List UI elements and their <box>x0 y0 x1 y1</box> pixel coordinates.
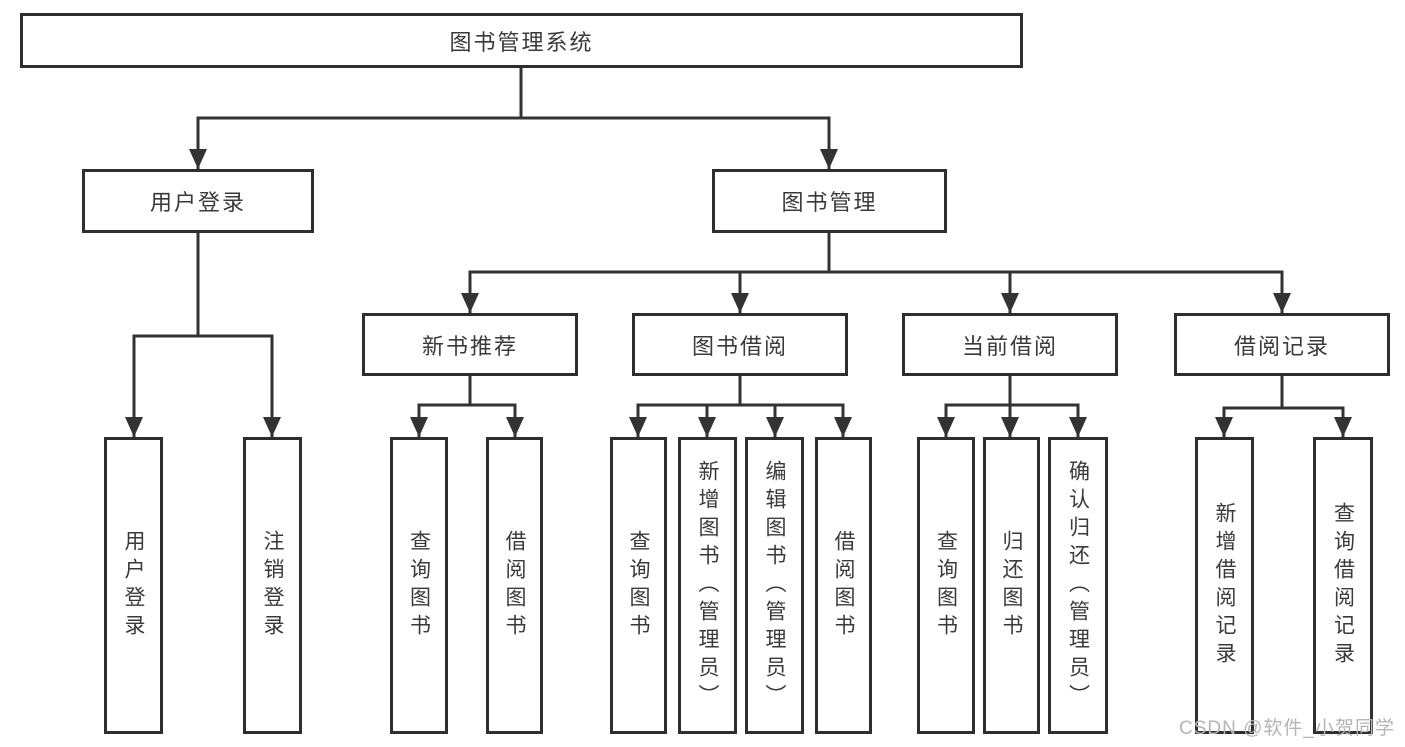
node-current-borrowing-label: 当前借阅 <box>961 333 1058 359</box>
leaf-borrow-books-recommend-label: 借阅图书 <box>503 529 526 642</box>
leaf-confirm-return-admin-label: 确认归还（管理员） <box>1066 459 1090 712</box>
leaf-query-books-current-label: 查询图书 <box>934 529 958 642</box>
node-borrow-records-label: 借阅记录 <box>1233 333 1330 359</box>
node-root-label: 图书管理系统 <box>449 29 594 55</box>
leaf-borrow-books-borrowing-label: 借阅图书 <box>832 529 855 642</box>
edge-root-to-book-mgmt <box>521 116 838 169</box>
edge-borrowing-to-query <box>629 403 740 437</box>
leaf-add-books-admin-label: 新增图书（管理员） <box>696 459 719 712</box>
leaf-borrow-books-recommend: 借阅图书 <box>486 437 543 734</box>
node-new-book-recommend-label: 新书推荐 <box>421 333 518 359</box>
edge-records-to-query <box>1282 406 1352 437</box>
leaf-query-books-borrowing-label: 查询图书 <box>627 529 650 642</box>
leaf-return-books: 归还图书 <box>983 437 1040 734</box>
leaf-logout-label: 注销登录 <box>261 529 284 642</box>
csdn-watermark: CSDN @软件_小贺同学 <box>1179 718 1395 739</box>
edge-bookmgmt-to-new-books <box>461 270 829 313</box>
edge-current-to-query <box>937 403 1010 437</box>
leaf-borrow-books-borrowing: 借阅图书 <box>815 437 872 734</box>
node-book-management-label: 图书管理 <box>781 190 878 215</box>
node-new-book-recommend: 新书推荐 <box>362 313 578 376</box>
leaf-query-books-recommend-label: 查询图书 <box>407 529 431 642</box>
edge-login-to-logout-leaf <box>198 334 281 437</box>
edge-bookmgmt-to-current <box>829 270 1019 313</box>
node-book-borrowing-label: 图书借阅 <box>691 333 788 359</box>
leaf-query-books-borrowing: 查询图书 <box>610 437 667 734</box>
node-book-management: 图书管理 <box>712 169 947 233</box>
leaf-add-borrow-record: 新增借阅记录 <box>1195 437 1254 734</box>
node-root: 图书管理系统 <box>20 13 1023 68</box>
node-book-borrowing: 图书借阅 <box>632 313 848 376</box>
leaf-query-books-recommend: 查询图书 <box>390 437 448 734</box>
node-user-login-label: 用户登录 <box>149 190 246 215</box>
edge-records-to-add <box>1215 406 1282 437</box>
leaf-add-books-admin: 新增图书（管理员） <box>678 437 737 734</box>
leaf-query-borrow-record: 查询借阅记录 <box>1313 437 1373 734</box>
node-borrow-records: 借阅记录 <box>1174 313 1390 376</box>
edge-newbooks-to-borrow <box>470 403 524 437</box>
edge-bookmgmt-to-records <box>829 270 1291 313</box>
edge-borrowing-to-edit <box>740 403 784 437</box>
leaf-user-login: 用户登录 <box>104 437 163 734</box>
leaf-logout: 注销登录 <box>243 437 302 734</box>
leaf-edit-books-admin-label: 编辑图书（管理员） <box>763 459 786 712</box>
leaf-return-books-label: 归还图书 <box>1000 529 1023 642</box>
edge-current-to-confirm <box>1010 403 1087 437</box>
node-user-login: 用户登录 <box>82 169 314 233</box>
leaf-edit-books-admin: 编辑图书（管理员） <box>745 437 804 734</box>
edge-root-to-user-login <box>189 116 521 169</box>
edge-login-to-user-login-leaf <box>125 334 198 437</box>
node-current-borrowing: 当前借阅 <box>902 313 1118 376</box>
edge-newbooks-to-query <box>410 403 470 437</box>
leaf-confirm-return-admin: 确认归还（管理员） <box>1048 437 1108 734</box>
leaf-query-books-current: 查询图书 <box>917 437 975 734</box>
leaf-add-borrow-record-label: 新增借阅记录 <box>1213 501 1236 670</box>
edge-borrowing-to-add <box>698 403 740 437</box>
leaf-user-login-label: 用户登录 <box>122 529 145 642</box>
edge-borrowing-to-borrow <box>740 403 852 437</box>
leaf-query-borrow-record-label: 查询借阅记录 <box>1331 501 1355 670</box>
edge-bookmgmt-to-borrowing <box>731 270 829 313</box>
